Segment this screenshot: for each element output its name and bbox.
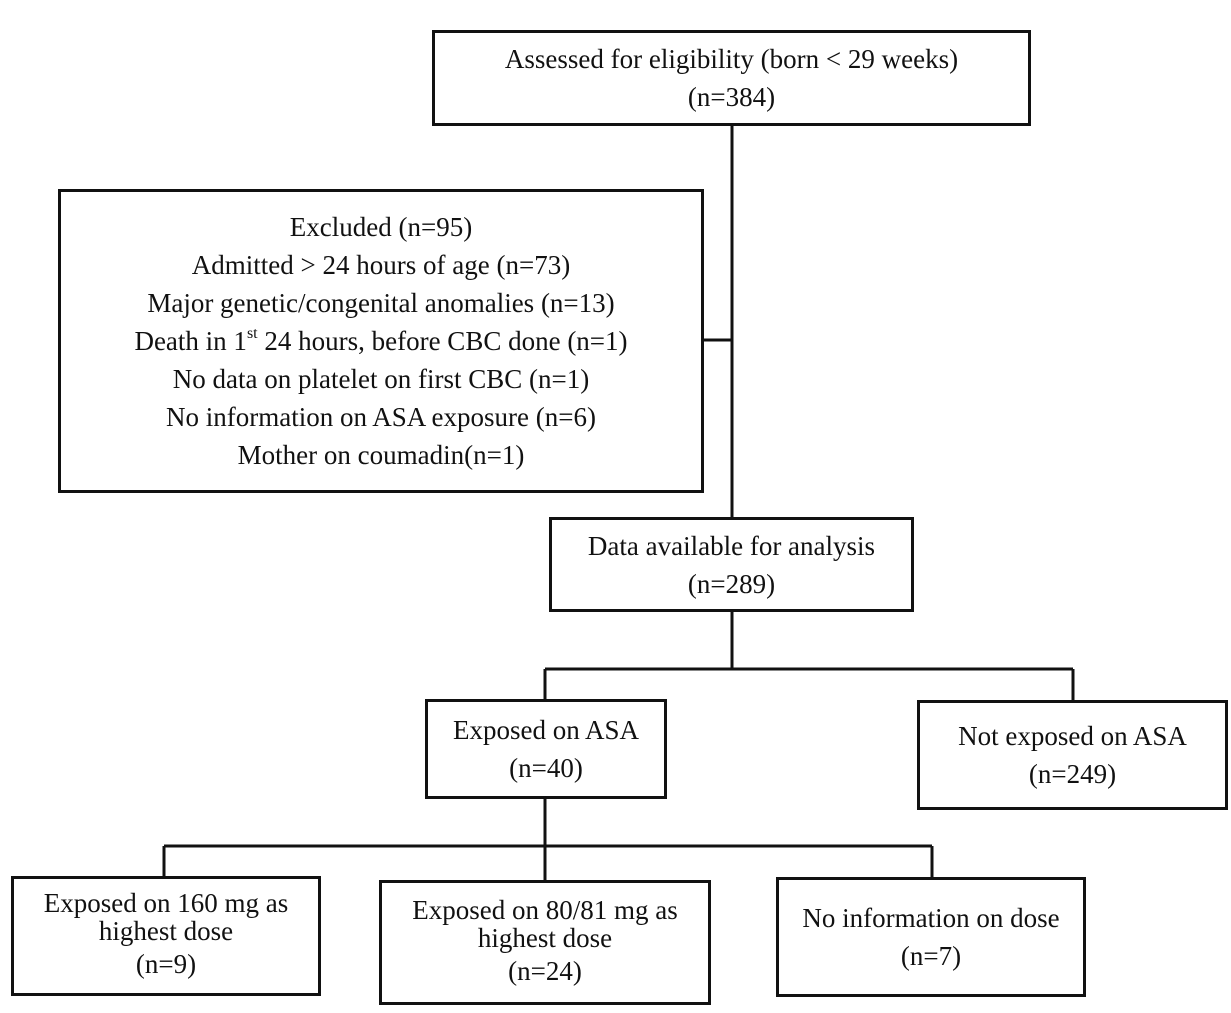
no-dose-info-box: No information on dose (n=7) — [776, 877, 1086, 997]
no-dose-label: No information on dose — [802, 903, 1060, 933]
exposed-box: Exposed on ASA (n=40) — [425, 699, 667, 799]
excluded-reason: No data on platelet on first CBC (n=1) — [172, 364, 590, 394]
assessed-box: Assessed for eligibility (born < 29 week… — [432, 30, 1031, 126]
dose-80-box: Exposed on 80/81 mg as highest dose (n=2… — [379, 880, 711, 1005]
no-dose-count: (n=7) — [900, 941, 962, 971]
analysis-box: Data available for analysis (n=289) — [549, 517, 914, 612]
dose-160-label-cont: highest dose — [98, 916, 234, 946]
dose-80-label: Exposed on 80/81 mg as — [412, 894, 678, 925]
not-exposed-count: (n=249) — [1028, 759, 1117, 789]
excluded-reason-post: 24 hours, before CBC done (n=1) — [257, 326, 628, 356]
dose-80-count: (n=24) — [508, 955, 582, 986]
exposed-label: Exposed on ASA — [452, 715, 639, 745]
exposed-count: (n=40) — [509, 753, 583, 783]
excluded-reason: Major genetic/congenital anomalies (n=13… — [147, 288, 615, 318]
dose-160-count: (n=9) — [135, 949, 197, 979]
excluded-reason-sup: st — [246, 325, 258, 342]
excluded-reason-pre: Death in 1 — [134, 326, 247, 356]
not-exposed-label: Not exposed on ASA — [958, 721, 1187, 751]
assessed-label: Assessed for eligibility (born < 29 week… — [504, 44, 959, 74]
excluded-reason: Admitted > 24 hours of age (n=73) — [191, 250, 571, 280]
excluded-title: Excluded (n=95) — [289, 212, 473, 242]
assessed-count: (n=384) — [687, 82, 776, 112]
not-exposed-box: Not exposed on ASA (n=249) — [917, 700, 1228, 810]
excluded-reason: Mother on coumadin(n=1) — [237, 440, 525, 470]
excluded-reason: Death in 1st 24 hours, before CBC done (… — [134, 322, 627, 360]
analysis-label: Data available for analysis — [587, 530, 876, 561]
dose-160-box: Exposed on 160 mg as highest dose (n=9) — [11, 876, 321, 996]
excluded-reason: No information on ASA exposure (n=6) — [166, 402, 596, 432]
dose-80-label-cont: highest dose — [477, 922, 613, 953]
dose-160-label: Exposed on 160 mg as — [43, 888, 289, 918]
analysis-count: (n=289) — [687, 568, 776, 599]
excluded-box: Excluded (n=95) Admitted > 24 hours of a… — [58, 189, 704, 493]
